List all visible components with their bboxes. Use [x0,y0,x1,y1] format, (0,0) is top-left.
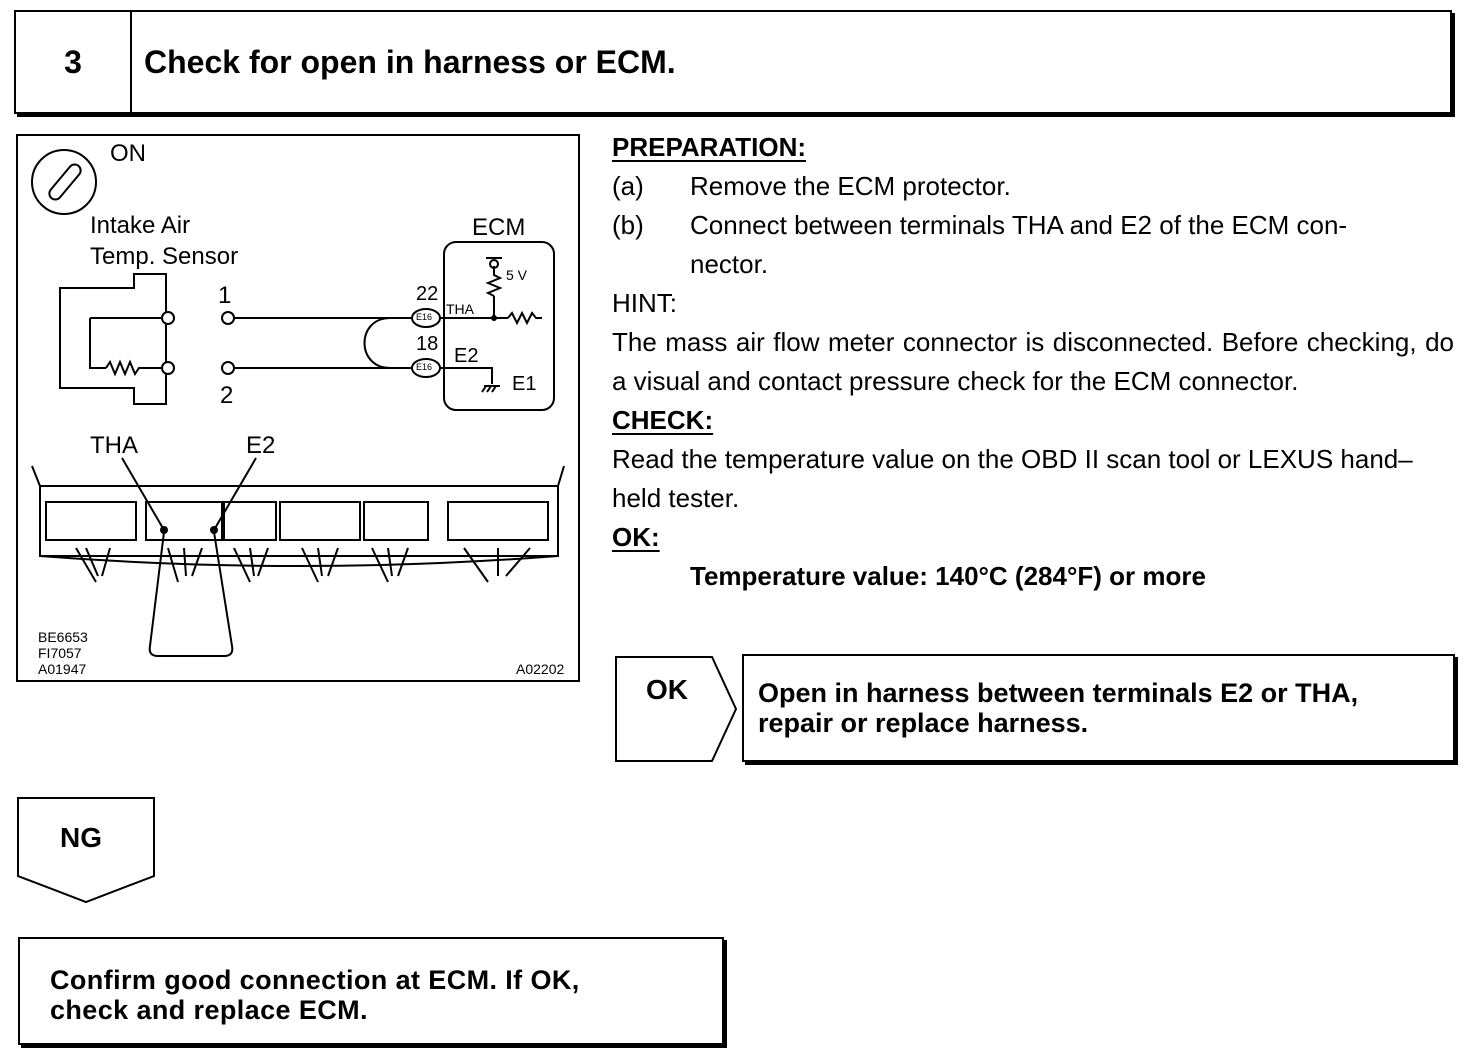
list-item: (a) Remove the ECM protector. [612,167,1454,206]
sensor-label: Intake Air [90,212,191,239]
figure-code: A02202 [516,661,565,677]
step-title: Check for open in harness or ECM. [144,43,676,80]
check-text: Read the temperature value on the OBD II… [612,444,1413,513]
connector-e16-label: E16 [416,312,433,322]
wiring-diagram-graphic [31,149,565,657]
pin-22-label: 22 [416,283,439,305]
step-number: 3 [16,12,132,112]
instructions: PREPARATION: (a) Remove the ECM protecto… [612,128,1454,596]
harness-tha-label: THA [90,432,138,459]
ecm-label: ECM [472,214,526,241]
sensor-body [59,273,167,405]
list-item-continuation: nector. [612,245,1454,284]
ok-arrow-icon [615,656,738,762]
figure-code: FI7057 [38,645,82,661]
item-label: (b) [612,210,644,240]
ng-label: NG [60,822,102,853]
connector-e16-label: E16 [416,362,433,372]
ignition-key-icon [31,149,97,215]
voltage-label: 5 V [506,267,528,283]
step-header: 3 Check for open in harness or ECM. [14,10,1452,114]
check-heading: CHECK: [612,405,714,435]
item-text: Remove the ECM protector. [690,171,1011,201]
ok-result-line2: repair or replace harness. [758,708,1089,738]
figure-code: BE6653 [38,629,88,645]
wiring-diagram: ON Intake Air Temp. Sensor ECM 5 V 1 2 2… [16,134,580,682]
ok-spec: Temperature value: 140°C (284°F) or more [690,561,1206,591]
ng-result-line2: check and replace ECM. [50,995,368,1025]
ecm-e1-label: E1 [512,373,537,395]
item-text: Connect between terminals THA and E2 of … [690,210,1348,240]
ecm-connector-block [39,485,559,557]
ecm-e2-label: E2 [454,345,479,367]
ng-result-line1: Confirm good connection at ECM. If OK, [50,965,580,995]
harness-e2-label: E2 [246,432,276,459]
ignition-on-label: ON [110,140,146,167]
ok-label: OK [646,674,688,705]
hint-text: The mass air flow meter connector is dis… [612,327,1454,396]
terminal-1-label: 1 [218,282,232,309]
ok-heading: OK: [612,522,660,552]
pin-18-label: 18 [416,333,439,355]
hint-heading: HINT: [612,288,677,318]
item-text-continued: nector. [690,249,769,279]
item-label: (a) [612,171,644,201]
list-item: (b) Connect between terminals THA and E2… [612,206,1454,245]
figure-code: A01947 [38,661,87,677]
sensor-label-line2: Temp. Sensor [90,243,239,270]
ok-result-line1: Open in harness between terminals E2 or … [758,678,1359,708]
ng-result-box: Confirm good connection at ECM. If OK, c… [18,937,724,1045]
ng-arrow-icon [17,797,155,904]
preparation-heading: PREPARATION: [612,132,807,162]
ecm-tha-label: THA [446,301,474,317]
terminal-2-label: 2 [220,382,234,409]
ok-result-box: Open in harness between terminals E2 or … [742,654,1455,762]
